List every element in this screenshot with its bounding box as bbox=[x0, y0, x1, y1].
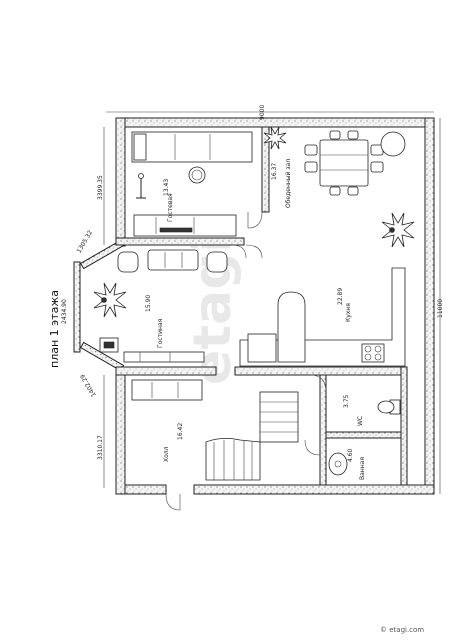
kitchen-label: Кухня bbox=[345, 303, 352, 322]
dining-room-furniture bbox=[304, 130, 406, 196]
dimension-right: 11000 bbox=[437, 299, 444, 318]
dimension-left-top: 3399.35 bbox=[97, 175, 104, 200]
wc-area: 3.75 bbox=[343, 394, 350, 408]
living-room-area: 15.90 bbox=[145, 295, 152, 312]
bath-area: 4.60 bbox=[347, 448, 354, 462]
footer-watermark: © etagi.com bbox=[380, 626, 424, 634]
dimension-bay-top: 1305.32 bbox=[76, 229, 95, 254]
hall-label: Холл bbox=[163, 446, 170, 462]
dimension-top: 9000 bbox=[259, 105, 266, 120]
plant-icon bbox=[93, 282, 127, 318]
stairs-icon bbox=[205, 391, 299, 481]
dining-room-area: 16.37 bbox=[271, 163, 278, 180]
dimension-bay-middle: 2434.90 bbox=[61, 299, 68, 324]
sink-icon bbox=[328, 452, 348, 476]
plant-icon bbox=[263, 126, 287, 150]
living-room-furniture bbox=[99, 249, 228, 363]
bath-label: Ванная bbox=[359, 457, 366, 480]
armchair bbox=[117, 251, 139, 273]
lamp-icon bbox=[136, 173, 146, 199]
plan-title: план 1 этажа bbox=[48, 290, 61, 368]
dimension-left-bottom: 3310.17 bbox=[97, 435, 104, 460]
kitchen-furniture bbox=[239, 267, 406, 367]
living-room-label: Гостиная bbox=[157, 318, 164, 348]
hall-furniture bbox=[131, 379, 203, 401]
guest-room-area: 13.43 bbox=[163, 179, 170, 196]
dimension-bay-bottom: 1402.29 bbox=[79, 373, 98, 398]
kitchen-area: 22.89 bbox=[337, 288, 344, 305]
guest-room-label: Гостевая bbox=[167, 193, 174, 222]
hall-area: 16.42 bbox=[177, 423, 184, 440]
dimension-lines bbox=[103, 111, 441, 494]
guest-room-furniture bbox=[131, 131, 253, 237]
door-arcs bbox=[165, 211, 327, 511]
plant-icon bbox=[381, 212, 415, 248]
interior-walls bbox=[115, 126, 408, 486]
toilet-icon bbox=[377, 399, 401, 415]
dining-room-label: Обеденный зал bbox=[285, 159, 292, 208]
wc-label: WC bbox=[357, 416, 364, 426]
